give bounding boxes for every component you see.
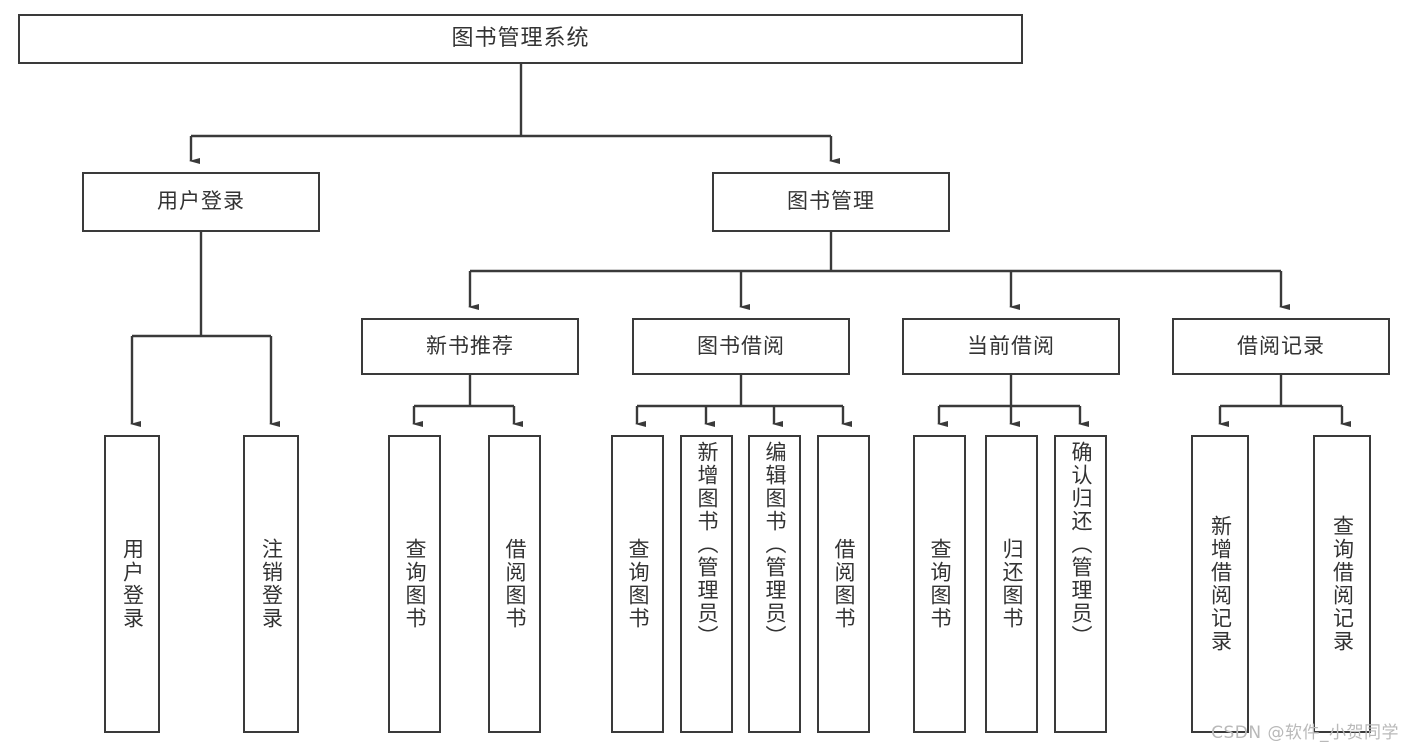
node-leaf-cur-confirm[interactable]: 确认归还（管理员） — [1054, 435, 1107, 733]
node-leaf-borrow-query[interactable]: 查询图书 — [611, 435, 664, 733]
node-leaf-borrow-add[interactable]: 新增图书（管理员） — [680, 435, 733, 733]
node-root-system[interactable]: 图书管理系统 — [18, 14, 1023, 64]
node-leaf-cur-confirm-label: 确认归还（管理员） — [1068, 441, 1093, 648]
node-current-borrow[interactable]: 当前借阅 — [902, 318, 1120, 375]
node-book-borrow[interactable]: 图书借阅 — [632, 318, 850, 375]
node-leaf-rec-add-label: 新增借阅记录 — [1208, 515, 1233, 653]
node-leaf-cur-return[interactable]: 归还图书 — [985, 435, 1038, 733]
node-book-manage-label: 图书管理 — [787, 189, 875, 214]
csdn-watermark: CSDN @软件_小贺同学 — [1211, 723, 1399, 743]
node-borrow-record[interactable]: 借阅记录 — [1172, 318, 1390, 375]
node-new-book-rec-label: 新书推荐 — [426, 333, 514, 358]
node-leaf-rec-query[interactable]: 查询图书 — [388, 435, 441, 733]
node-current-borrow-label: 当前借阅 — [967, 333, 1055, 358]
node-borrow-record-label: 借阅记录 — [1237, 333, 1325, 358]
node-leaf-rec-query-label: 查询图书 — [402, 538, 427, 630]
node-user-login[interactable]: 用户登录 — [82, 172, 320, 232]
node-leaf-borrow-do-label: 借阅图书 — [831, 538, 856, 630]
node-leaf-rec-query2-label: 查询借阅记录 — [1330, 515, 1355, 653]
node-leaf-borrow-edit-label: 编辑图书（管理员） — [762, 441, 787, 648]
node-leaf-rec-add[interactable]: 新增借阅记录 — [1191, 435, 1249, 733]
node-leaf-user-logout[interactable]: 注销登录 — [243, 435, 299, 733]
node-leaf-borrow-query-label: 查询图书 — [625, 538, 650, 630]
node-book-borrow-label: 图书借阅 — [697, 333, 785, 358]
node-leaf-cur-query-label: 查询图书 — [927, 538, 952, 630]
node-leaf-user-logout-label: 注销登录 — [259, 538, 284, 630]
node-leaf-user-login-label: 用户登录 — [120, 538, 145, 630]
node-leaf-borrow-add-label: 新增图书（管理员） — [694, 441, 719, 648]
node-new-book-rec[interactable]: 新书推荐 — [361, 318, 579, 375]
node-leaf-rec-query2[interactable]: 查询借阅记录 — [1313, 435, 1371, 733]
node-root-label: 图书管理系统 — [451, 25, 590, 51]
node-leaf-cur-query[interactable]: 查询图书 — [913, 435, 966, 733]
node-user-login-label: 用户登录 — [157, 189, 245, 214]
node-book-manage[interactable]: 图书管理 — [712, 172, 950, 232]
node-leaf-borrow-do[interactable]: 借阅图书 — [817, 435, 870, 733]
node-leaf-rec-borrow[interactable]: 借阅图书 — [488, 435, 541, 733]
node-leaf-borrow-edit[interactable]: 编辑图书（管理员） — [748, 435, 801, 733]
node-leaf-user-login[interactable]: 用户登录 — [104, 435, 160, 733]
node-leaf-rec-borrow-label: 借阅图书 — [502, 538, 527, 630]
node-leaf-cur-return-label: 归还图书 — [999, 538, 1024, 630]
